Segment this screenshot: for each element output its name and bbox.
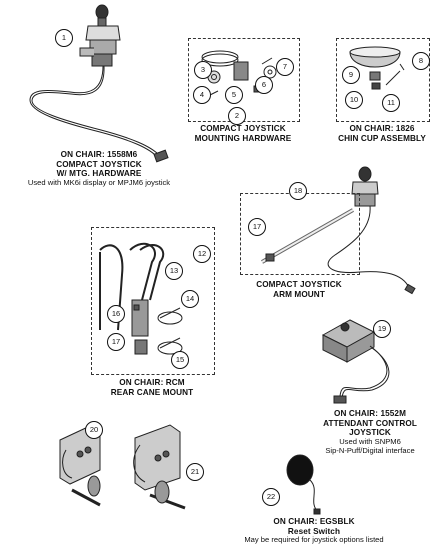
callout-7: 7 [276,58,294,76]
caption-line: W/ MTG. HARDWARE [56,169,142,179]
caption-line: MOUNTING HARDWARE [194,133,292,143]
callout-11: 11 [382,94,400,112]
caption-note: Used with MK6i display or MPJM6 joystick [27,178,171,188]
caption-reset-switch: ON CHAIR: EGSBLK Reset Switch May be req… [214,517,414,545]
caption-note: Used with SNPM6 [339,437,401,447]
attendant-joystick-drawing [321,319,390,404]
caption-title: ON CHAIR: 1558M6 [60,150,138,159]
callout-12: 12 [193,245,211,263]
rear-cane-mount-drawing [99,242,183,355]
callout-13: 13 [165,262,183,280]
chin-cup-drawing [349,46,405,90]
caption-chin-cup: ON CHAIR: 1826 CHIN CUP ASSEMBLY [330,124,434,143]
callout-16: 16 [107,305,125,323]
caption-line: ON CHAIR: 1552M [333,409,407,418]
caption-line: ON CHAIR: 1826 [349,124,415,133]
callout-19: 19 [373,320,391,338]
caption-compact-joystick: ON CHAIR: 1558M6 COMPACT JOYSTICK W/ MTG… [14,150,184,188]
caption-line: COMPACT JOYSTICK [200,124,286,133]
callout-21: 21 [186,463,204,481]
callout-2: 2 [228,107,246,125]
caption-line: COMPACT JOYSTICK [56,159,142,169]
caption-line: JOYSTICK [349,428,391,438]
callout-17b: 17 [248,218,266,236]
clamp-bracket-21-drawing [133,424,186,510]
callout-15: 15 [171,351,189,369]
reset-switch-drawing [286,454,321,515]
callout-10: 10 [345,91,363,109]
frame-chin-cup [336,38,430,122]
callout-18: 18 [289,182,307,200]
callout-14: 14 [181,290,199,308]
caption-line: COMPACT JOYSTICK [256,280,342,289]
callout-9: 9 [342,66,360,84]
caption-line: REAR CANE MOUNT [110,387,194,397]
callout-20: 20 [85,421,103,439]
callout-17a: 17 [107,333,125,351]
callout-8: 8 [412,52,430,70]
callout-1: 1 [55,29,73,47]
caption-note: Sip-N-Puff/Digital interface [325,445,415,455]
clamp-bracket-20-drawing [59,425,101,507]
caption-attendant-control: ON CHAIR: 1552M ATTENDANT CONTROL JOYSTI… [304,409,436,456]
caption-line: CHIN CUP ASSEMBLY [338,133,426,143]
frame-rear-cane-mount [91,227,215,375]
caption-line: ARM MOUNT [273,289,325,299]
caption-arm-mount: COMPACT JOYSTICK ARM MOUNT [245,280,353,299]
caption-line: ATTENDANT CONTROL [323,418,417,428]
callout-5: 5 [225,86,243,104]
callout-22: 22 [262,488,280,506]
callout-6: 6 [255,76,273,94]
caption-line: ON CHAIR: RCM [119,378,185,387]
caption-note: May be required for joystick options lis… [244,535,384,545]
arm-mount-drawing [261,166,416,295]
caption-line: Reset Switch [287,526,341,536]
caption-rear-cane-mount: ON CHAIR: RCM REAR CANE MOUNT [86,378,218,397]
caption-mounting-hardware: COMPACT JOYSTICK MOUNTING HARDWARE [188,124,298,143]
callout-4: 4 [193,86,211,104]
callout-3: 3 [194,61,212,79]
caption-line: ON CHAIR: EGSBLK [273,517,355,526]
compact-joystick-drawing [29,4,169,163]
